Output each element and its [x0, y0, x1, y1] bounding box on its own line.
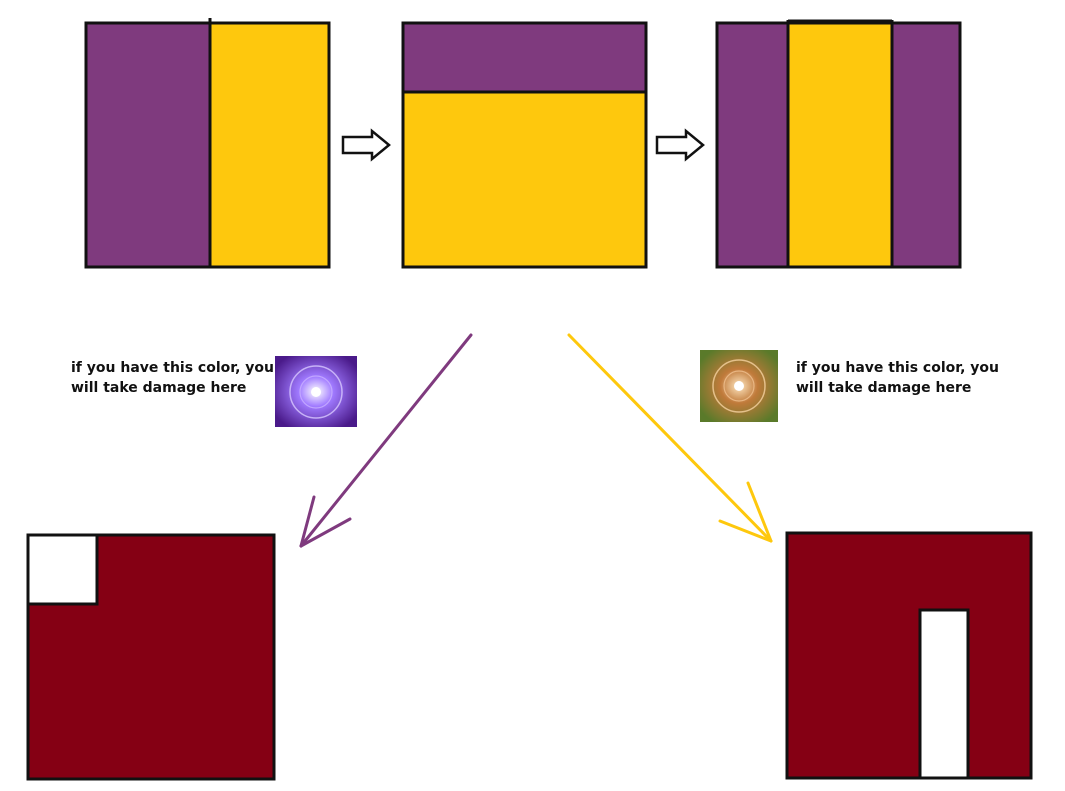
- yellow-damage-outline: [785, 531, 1033, 780]
- yellow-safe-strip: [918, 608, 970, 780]
- phase-1-yellow-zone: [210, 23, 329, 267]
- phase-2-yellow-zone: [403, 92, 646, 267]
- yellow-damage-zone: [787, 533, 1031, 778]
- hollow-right-arrow-icon: [341, 128, 391, 162]
- purple-safe-spot: [26, 533, 99, 606]
- phase-1-outline: [84, 21, 331, 269]
- purple-outcome-arrow: [299, 333, 473, 548]
- yellow-damage-square: [785, 531, 1033, 780]
- phase-3-square: [715, 19, 962, 269]
- phase-1-purple-zone: [86, 23, 210, 267]
- phase-1-square: [84, 18, 331, 269]
- phase-2-purple-zone: [403, 23, 646, 92]
- purple-damage-caption: if you have this color, you will take da…: [71, 360, 275, 396]
- phase-3-right-purple-zone: [892, 23, 960, 267]
- yellow-color-orb-icon: [700, 350, 778, 422]
- purple-damage-square: [26, 533, 276, 781]
- phase-2-outline: [401, 21, 648, 269]
- phase-3-left-purple-zone: [717, 23, 788, 267]
- yellow-outcome-arrow: [567, 333, 773, 543]
- purple-color-orb-icon: [275, 356, 357, 427]
- hollow-right-arrow-icon: [655, 128, 705, 162]
- phase-3-center-yellow-zone: [788, 23, 892, 267]
- phase-2-square: [401, 21, 648, 269]
- purple-damage-outline: [26, 533, 276, 781]
- yellow-damage-caption: if you have this color, you will take da…: [796, 360, 1000, 396]
- phase-3-outline: [715, 21, 962, 269]
